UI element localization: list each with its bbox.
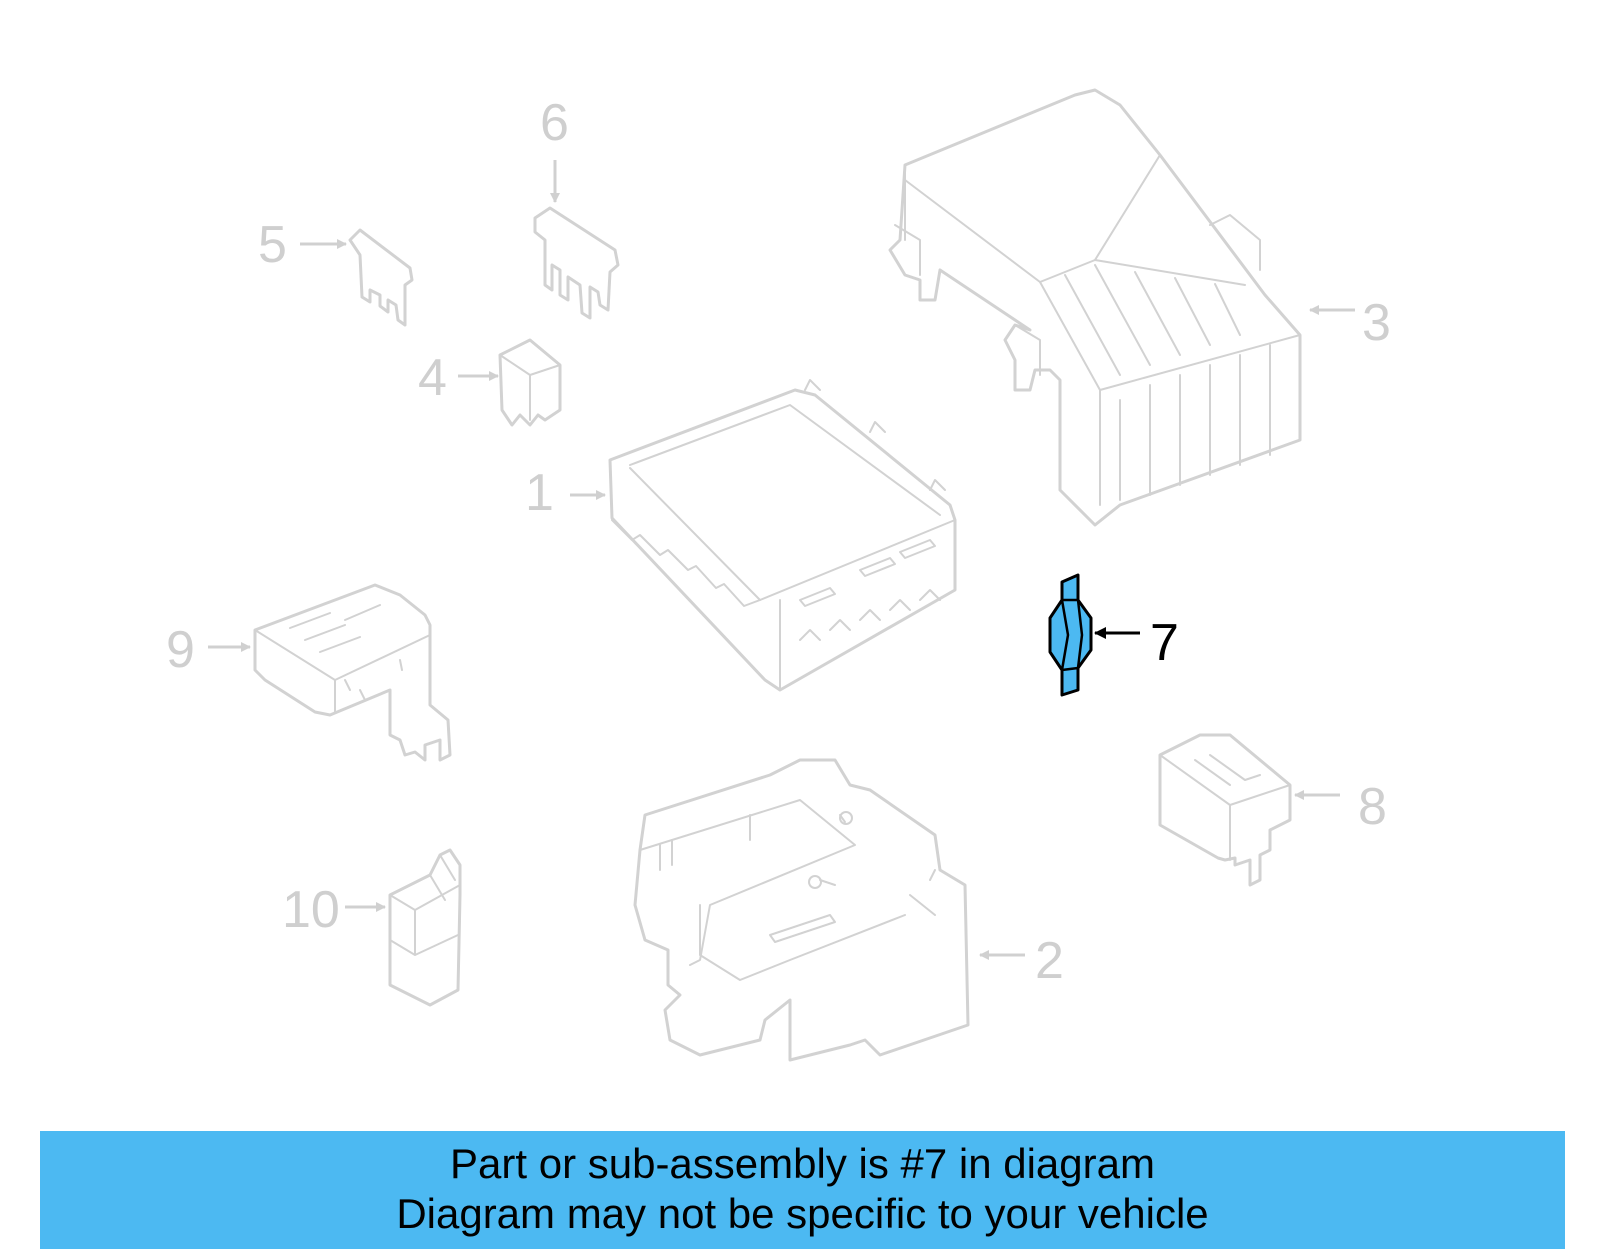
part-9-relay-box xyxy=(253,583,452,762)
info-banner: Part or sub-assembly is #7 in diagram Di… xyxy=(40,1131,1565,1249)
callout-1: 1 xyxy=(525,464,554,522)
parts-diagram: 1 2 3 4 5 6 7 8 9 10 xyxy=(166,88,1391,1062)
callout-10: 10 xyxy=(282,881,340,939)
callout-2: 2 xyxy=(1035,932,1064,990)
callout-3: 3 xyxy=(1362,294,1391,352)
banner-line-disclaimer: Diagram may not be specific to your vehi… xyxy=(396,1190,1209,1237)
callout-5: 5 xyxy=(258,216,287,274)
part-5-fuse xyxy=(348,228,414,327)
part-4-small-relay xyxy=(498,338,562,427)
callout-9: 9 xyxy=(166,621,195,679)
callout-4: 4 xyxy=(418,349,447,407)
part-7-highlighted xyxy=(1048,573,1093,697)
part-8-connector xyxy=(1158,733,1292,887)
callout-7: 7 xyxy=(1150,614,1179,672)
part-10-relay xyxy=(388,848,462,1007)
banner-line-part-number: Part or sub-assembly is #7 in diagram xyxy=(450,1140,1155,1187)
part-6-fuse xyxy=(533,206,620,320)
part-1-fuse-box-body xyxy=(608,379,957,692)
callout-8: 8 xyxy=(1358,778,1387,836)
part-3-upper-cover xyxy=(888,88,1302,527)
part-2-lower-bracket xyxy=(633,758,970,1062)
callout-6: 6 xyxy=(540,94,569,152)
